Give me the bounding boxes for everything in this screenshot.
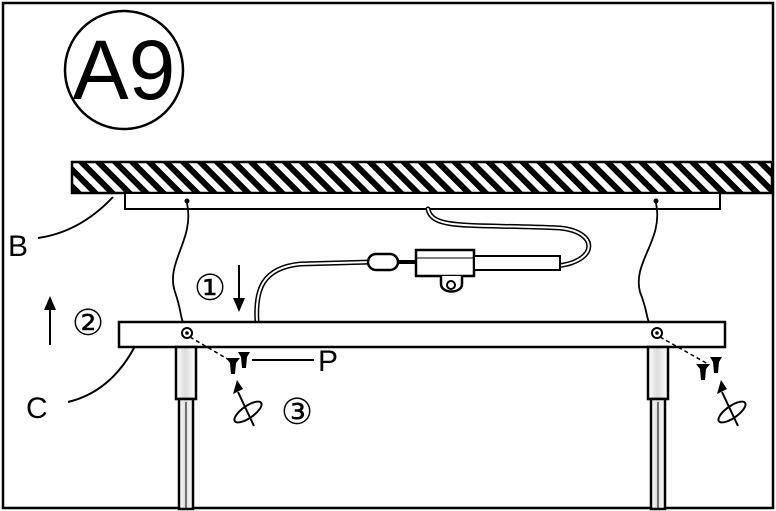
label-bracket: B [8,230,28,263]
screw-icon [696,364,710,380]
connector-box [414,248,476,278]
connector-clip [439,276,464,293]
wire-left [172,202,190,325]
rod-right [646,345,670,511]
rod-left [174,345,198,511]
screw-icon [238,352,250,368]
step-badge-circle [63,9,185,131]
screw-icon [226,358,240,374]
step-1-label: ① [194,267,226,308]
connector-plug-right [473,255,561,271]
step-3-label: ③ [281,391,313,432]
bracket-hole-left [184,198,190,204]
leader-bracket [37,196,114,239]
canopy [117,320,727,349]
rotate-arrow-icon [717,380,747,427]
ceiling [70,160,774,195]
wire-right [637,202,659,325]
connector [366,248,561,293]
label-canopy: C [26,392,48,425]
bracket-hole-right [653,198,659,204]
leader-canopy [67,347,135,403]
step-badge: A9 [63,9,185,131]
rotate-arrow-icon [233,380,263,427]
label-screw: P [318,345,338,378]
mounting-bracket [124,192,721,210]
connector-plug-left [366,252,400,272]
screw-icon [710,357,722,373]
step-badge-text: A9 [73,23,176,117]
step-2-label: ② [72,302,104,343]
